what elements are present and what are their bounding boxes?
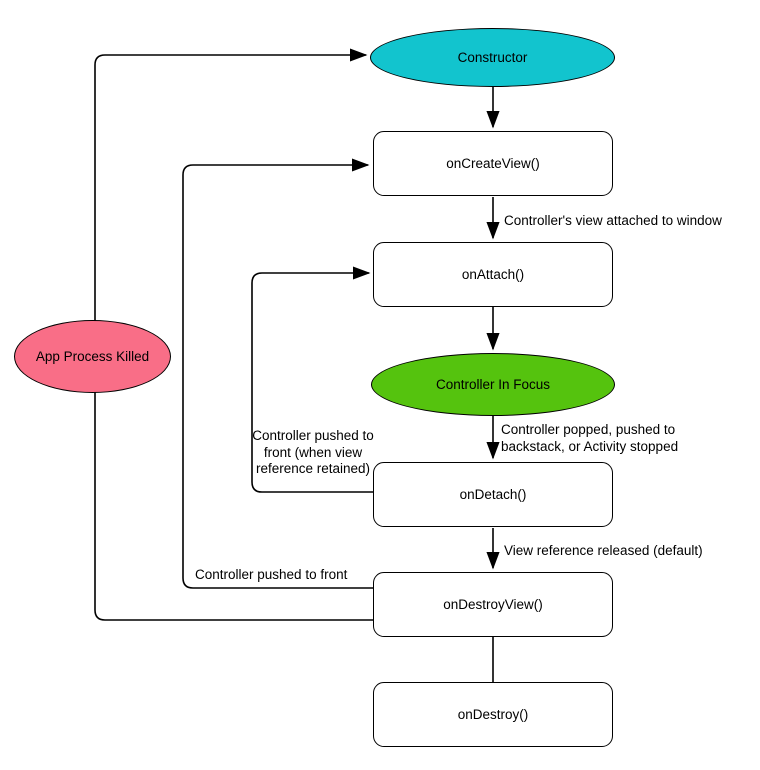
node-constructor: Constructor (370, 28, 615, 87)
node-ondestroy-label: onDestroy() (457, 707, 529, 722)
node-controller-in-focus: Controller In Focus (371, 353, 615, 416)
node-oncreateview: onCreateView() (373, 131, 613, 196)
edge-label-pushed-front-retained: Controller pushed to front (when view re… (252, 428, 374, 476)
edge-label-view-attached: Controller's view attached to window (504, 213, 722, 228)
edge-label-pushed-front: Controller pushed to front (195, 567, 348, 582)
edge-ondestroyview-to-oncreateview-loop (182, 158, 373, 589)
node-ondestroy: onDestroy() (373, 682, 613, 747)
edge-ondetach-to-onattach-loop (251, 266, 373, 493)
node-ondestroyview-label: onDestroyView() (443, 597, 543, 612)
edge-label-view-released: View reference released (default) (504, 543, 703, 558)
node-app-process-killed-label: App Process Killed (35, 349, 150, 364)
node-app-process-killed: App Process Killed (14, 320, 171, 393)
node-ondestroyview: onDestroyView() (373, 572, 613, 637)
node-controller-in-focus-label: Controller In Focus (435, 377, 551, 392)
node-ondetach: onDetach() (373, 462, 613, 527)
node-oncreateview-label: onCreateView() (446, 156, 540, 171)
node-onattach-label: onAttach() (461, 267, 525, 282)
edge-label-controller-popped: Controller popped, pushed to backstack, … (501, 422, 679, 454)
node-constructor-label: Constructor (457, 50, 528, 65)
node-onattach: onAttach() (373, 242, 613, 307)
node-ondetach-label: onDetach() (459, 487, 527, 502)
